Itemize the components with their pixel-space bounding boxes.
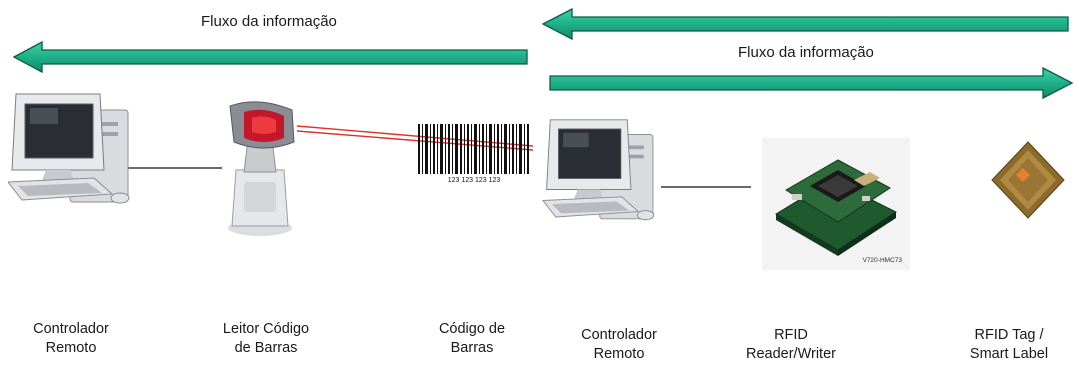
caption-remote1: Controlador Remoto (1, 320, 141, 358)
caption-barcode-line2: Barras (450, 340, 494, 356)
caption-rfid-reader-line2: Reader/Writer (746, 346, 836, 362)
computer-icon (542, 119, 655, 221)
board-model-label: V720-HMC73 (863, 257, 903, 264)
caption-scanner-line2: de Barras (234, 340, 298, 356)
barcode-icon: 123 123 123 123 (418, 124, 529, 184)
laser-beam-lower (296, 130, 534, 151)
caption-rfid-reader-line1: RFID (774, 327, 808, 343)
caption-remote2-line2: Remoto (593, 346, 645, 362)
caption-remote1-line2: Remoto (45, 340, 97, 356)
rfid-reader-board-icon: V720-HMC73 (762, 138, 910, 270)
laser-beam-upper (296, 125, 534, 147)
left-flow-arrow (12, 40, 528, 74)
right-flow-arrow-right (549, 66, 1074, 100)
caption-rfid-tag: RFID Tag / Smart Label (939, 326, 1079, 364)
left-flow-label: Fluxo da informação (201, 13, 337, 30)
caption-rfid-reader: RFID Reader/Writer (721, 326, 861, 364)
caption-remote1-line1: Controlador (33, 321, 109, 337)
caption-remote2-line1: Controlador (581, 327, 657, 343)
rfid-tag-icon (991, 141, 1065, 219)
caption-barcode: Código de Barras (402, 320, 542, 358)
barcode-digits: 123 123 123 123 (448, 177, 501, 184)
right-flow-label: Fluxo da informação (738, 44, 874, 61)
caption-scanner-line1: Leitor Código (222, 321, 310, 337)
computer-icon (8, 93, 130, 204)
barcode-scanner-icon (228, 101, 295, 236)
right-flow-arrow-left (541, 7, 1069, 41)
flow-arrows (12, 7, 1074, 100)
caption-rfid-tag-line2: Smart Label (969, 346, 1049, 362)
caption-remote2: Controlador Remoto (549, 326, 689, 364)
caption-rfid-tag-line1: RFID Tag / (974, 327, 1044, 343)
caption-scanner: Leitor Código de Barras (196, 320, 336, 358)
caption-barcode-line1: Código de (438, 321, 506, 337)
